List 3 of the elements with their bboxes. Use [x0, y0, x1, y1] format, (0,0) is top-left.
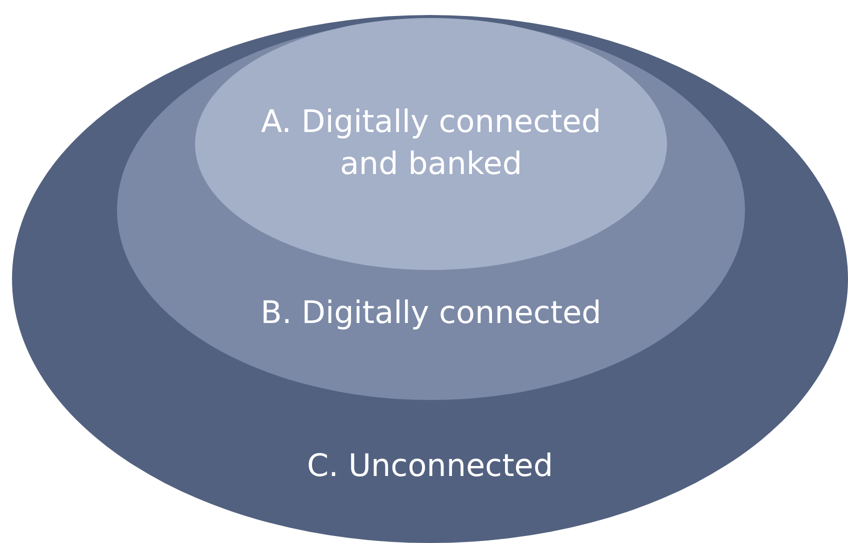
- region-label: A. Digitally connected and banked: [260, 103, 602, 184]
- region-label: B. Digitally connected: [260, 294, 602, 333]
- region-label: C. Unconnected: [306, 447, 554, 486]
